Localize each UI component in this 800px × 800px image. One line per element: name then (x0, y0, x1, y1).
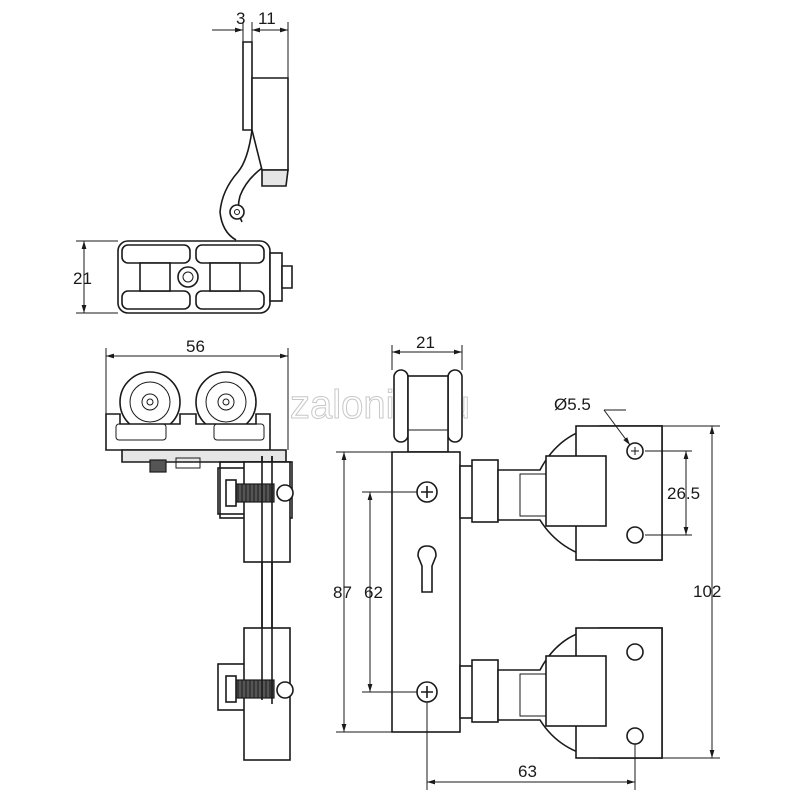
dim-label-11: 11 (258, 9, 276, 28)
front-view-left (105, 371, 294, 761)
dim-label-62: 62 (364, 583, 383, 602)
top-side-view (117, 41, 293, 314)
dim-label-21-side: 21 (73, 269, 92, 288)
dim-diameter: Ø5.5 (554, 395, 631, 446)
dim-21-front: 21 (391, 333, 463, 370)
dim-102: 102 (662, 425, 721, 759)
dim-label-3: 3 (236, 9, 245, 28)
dim-62: 62 (362, 491, 417, 693)
dim-label-87: 87 (333, 583, 352, 602)
dim-label-102: 102 (693, 582, 721, 601)
front-view-right (391, 369, 663, 759)
dim-56: 56 (105, 337, 289, 450)
dim-label-diameter: Ø5.5 (554, 395, 591, 414)
dim-21-side: 21 (73, 240, 118, 314)
dim-label-21-front: 21 (416, 333, 435, 352)
dim-63: 63 (426, 702, 636, 790)
dim-label-63: 63 (518, 762, 537, 781)
dim-3-11: 3 11 (212, 9, 289, 78)
dim-87: 87 (333, 451, 392, 733)
dim-26-5: 26.5 (645, 450, 700, 536)
dim-label-26-5: 26.5 (667, 484, 700, 503)
dim-label-56: 56 (186, 337, 205, 356)
